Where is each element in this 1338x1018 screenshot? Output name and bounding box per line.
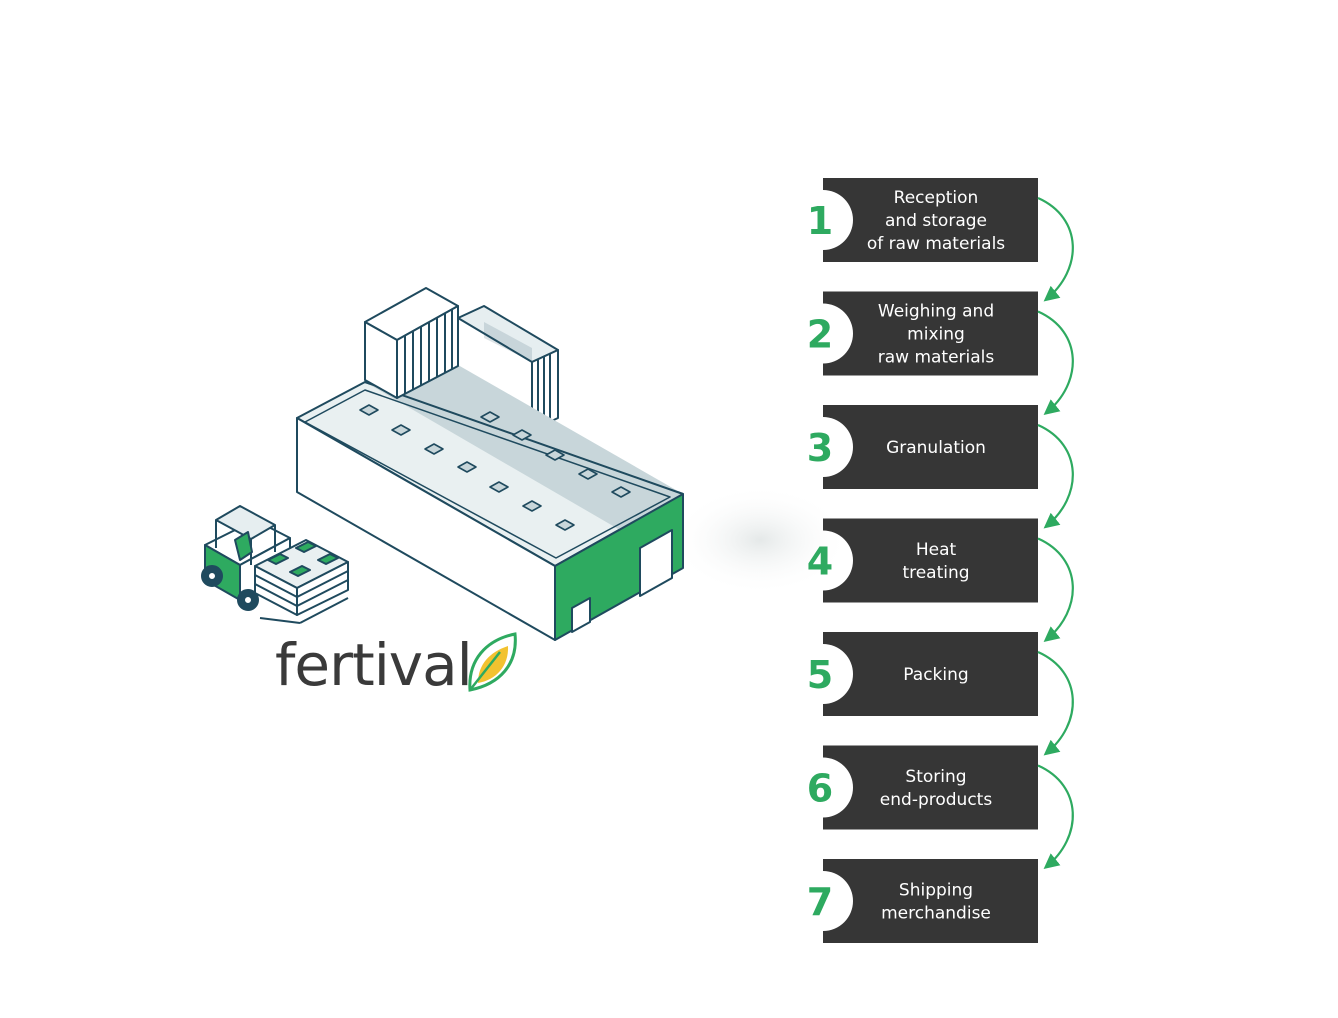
step-1: 1 Reception and storage of raw materials [807,178,1038,262]
silo-tower-left [364,287,459,399]
step-label-line: treating [902,563,969,583]
step-number: 6 [807,767,833,811]
step-3: 3 Granulation [807,405,1038,489]
step-box [823,405,1038,489]
step-label-line: of raw materials [867,234,1005,254]
step-arrows [1037,196,1074,869]
step-box [823,745,1038,830]
leaf-icon [468,632,517,692]
step-label-line: Shipping [899,881,973,901]
step-4: 4 Heat treating [807,518,1038,603]
step-label-line: mixing [907,325,965,345]
large-door [639,529,673,597]
step-number: 2 [807,313,833,357]
step-5: 5 Packing [807,632,1038,716]
step-box [823,632,1038,716]
step-label-line: and storage [885,211,987,231]
step-box [823,291,1038,376]
step-label-line: merchandise [881,904,991,924]
process-steps: 1 Reception and storage of raw materials 2 We… [807,178,1038,943]
factory-building [296,287,684,641]
logo-wordmark: fertival [275,631,472,699]
step-label-line: Granulation [886,438,986,458]
step-number: 5 [807,653,833,697]
step-label-line: end-products [880,790,993,810]
step-label-line: Storing [905,767,966,787]
step-number: 4 [807,540,833,584]
flow-arrow [1037,650,1074,756]
step-7: 7 Shipping merchandise [807,859,1038,943]
step-label-line: Reception [894,188,979,208]
silo-tower-right [457,305,559,431]
step-number: 7 [807,880,833,924]
step-label-line: Packing [903,665,968,685]
step-number: 3 [807,426,833,470]
step-2: 2 Weighing and mixing raw materials [807,291,1038,376]
step-6: 6 Storing end-products [807,745,1038,830]
flow-arrow [1037,764,1074,869]
flow-arrow [1037,196,1074,302]
small-door [571,597,591,633]
step-box [823,178,1038,262]
step-number: 1 [807,199,833,243]
step-label-line: raw materials [878,348,995,368]
step-label-line: Weighing and [878,302,994,322]
flow-arrow [1037,310,1074,415]
building-shadow [670,485,850,595]
flow-arrow [1037,423,1074,529]
forklift [201,505,349,624]
flow-arrow [1037,537,1074,642]
skylights [359,404,631,531]
step-box [823,518,1038,603]
step-box [823,859,1038,943]
fertival-logo: fertival [275,631,517,699]
pallet-stack [254,539,349,624]
step-label-line: Heat [916,540,957,560]
